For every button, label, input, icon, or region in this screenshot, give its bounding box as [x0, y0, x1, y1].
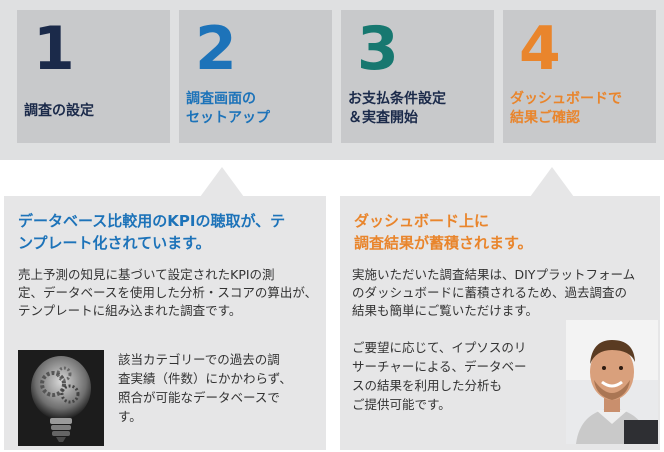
image-caption: 該当カテゴリーでの過去の調 査実績（件数）にかかわらず、 照合が可能なデータベー… [118, 352, 292, 424]
step-label: お支払条件設定 ＆実査開始 [348, 91, 446, 126]
left-panel-pointer [200, 167, 244, 197]
step-2: 2 調査画面の セットアップ [179, 10, 332, 143]
smiling-man-photo [566, 320, 658, 444]
step-number: 3 [357, 14, 399, 84]
step-label: 調査の設定 [24, 103, 94, 119]
step-number: 2 [195, 14, 237, 84]
dashboard-panel: ダッシュボード上に 調査結果が蓄積されます。 実施いただいた調査結果は、DIYプ… [340, 196, 660, 450]
panel-body: 売上予測の知見に基づいて設定されたKPIの測 定、データベースを使用した分析・ス… [18, 267, 318, 318]
step-1: 1 調査の設定 [17, 10, 170, 143]
step-number: 1 [33, 14, 75, 84]
panel-body-secondary: ご要望に応じて、イプソスのリ サーチャーによる、データベー スの結果を利用した分… [352, 340, 527, 412]
step-3: 3 お支払条件設定 ＆実査開始 [341, 10, 494, 143]
step-label: ダッシュボードで 結果ご確認 [510, 91, 622, 126]
step-number: 4 [519, 14, 561, 84]
kpi-template-panel: データベース比較用のKPIの聴取が、テ ンプレート化されています。 売上予測の知… [4, 196, 326, 450]
right-panel-pointer [530, 167, 574, 197]
step-4: 4 ダッシュボードで 結果ご確認 [503, 10, 656, 143]
step-label: 調査画面の セットアップ [186, 91, 270, 126]
panel-body: 実施いただいた調査結果は、DIYプラットフォーム のダッシュボードに蓄積されるた… [352, 267, 636, 318]
panel-title: ダッシュボード上に 調査結果が蓄積されます。 [354, 212, 533, 252]
lightbulb-gears-image [18, 350, 104, 446]
panel-title: データベース比較用のKPIの聴取が、テ ンプレート化されています。 [18, 212, 286, 252]
